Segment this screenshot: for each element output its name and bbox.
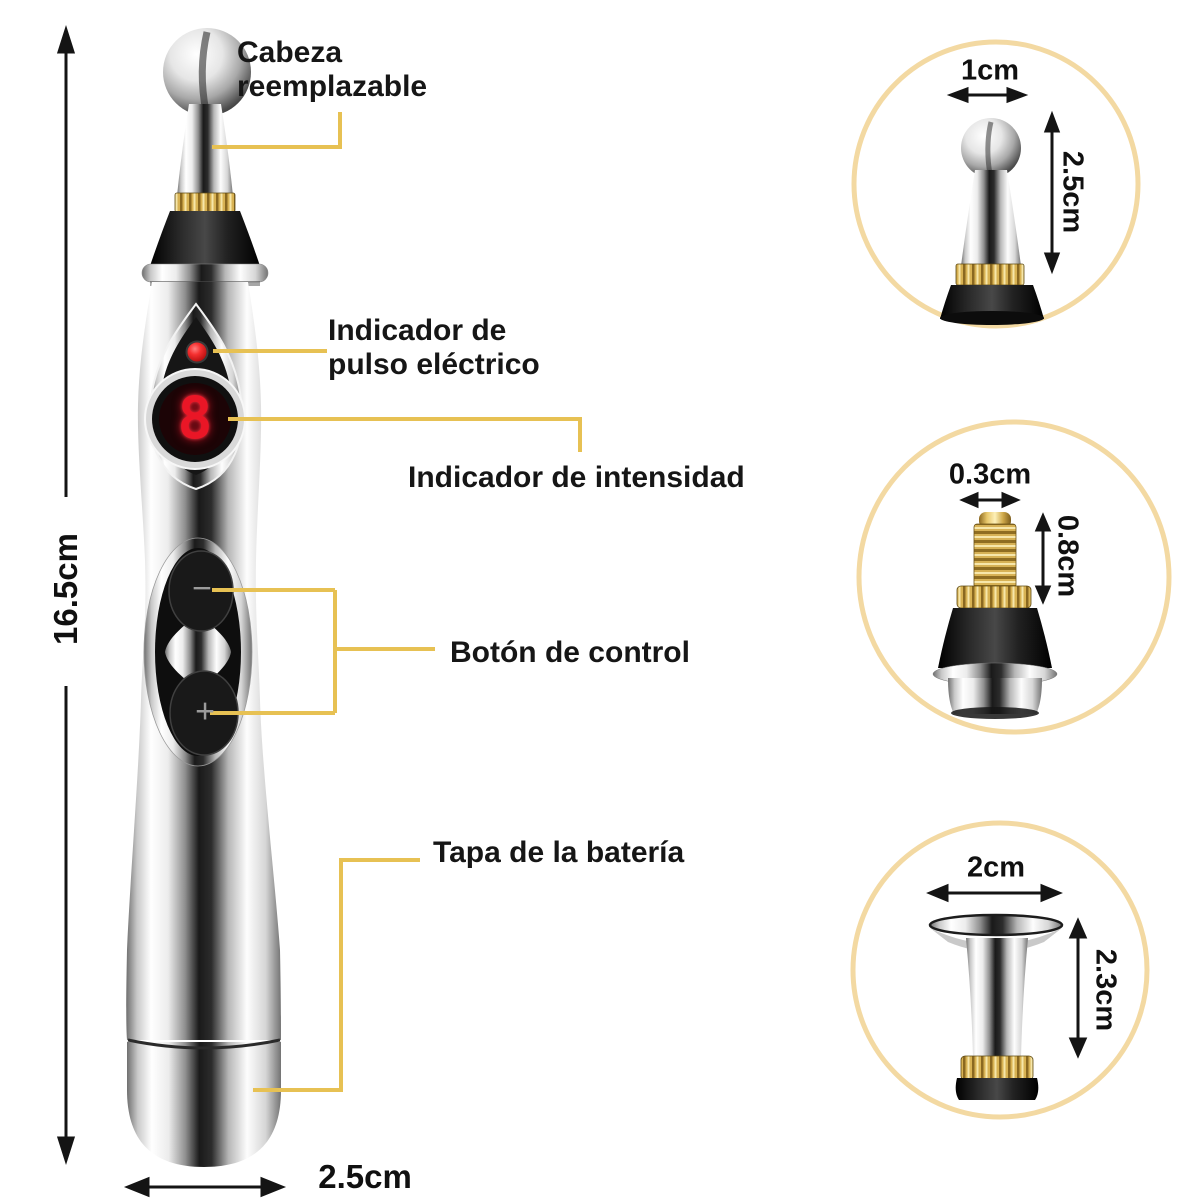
tip-ball <box>940 118 1044 325</box>
attachment-circle-ball <box>851 39 1141 329</box>
ball-tip-height: 2.5cm <box>1056 150 1089 234</box>
screw-tip-width: 0.3cm <box>948 458 1032 491</box>
callout-lines <box>210 112 582 1092</box>
pen-height-dimension: 16.5cm <box>47 533 84 645</box>
flat-tip-height: 2.3cm <box>1089 948 1122 1032</box>
pen-flange <box>141 263 269 283</box>
battery-cap <box>127 1042 281 1167</box>
callout-line-battery <box>253 858 420 1092</box>
tip-screw-arrows <box>959 491 1052 605</box>
pen-cone <box>150 211 260 266</box>
label-replaceable-head: Cabeza reemplazable <box>237 36 428 103</box>
minus-button-mark: − <box>192 569 212 608</box>
tip-screw <box>932 512 1058 719</box>
height-arrow <box>56 25 76 1165</box>
dimension-arrows <box>56 25 287 1198</box>
tip-flat-arrows <box>926 883 1088 1059</box>
pulse-led <box>185 340 209 364</box>
intensity-digit: 8 <box>177 383 213 452</box>
attachment-rings <box>850 39 1172 1120</box>
pen-ball-head <box>163 28 251 116</box>
flat-tip-width: 2cm <box>966 851 1026 884</box>
tip-flat <box>928 913 1064 1100</box>
label-control-button: Botón de control <box>450 636 690 669</box>
pen-thread-ring <box>174 192 236 213</box>
callout-line-intensity <box>228 417 582 452</box>
label-battery-cap: Tapa de la batería <box>433 836 685 869</box>
label-pulse-indicator: Indicador de pulso eléctrico <box>328 314 540 381</box>
width-arrow <box>123 1176 287 1198</box>
callout-line-head <box>212 112 342 149</box>
pen-neck <box>177 104 233 196</box>
pen-width-dimension: 2.5cm <box>318 1158 412 1195</box>
ball-tip-width: 1cm <box>960 54 1020 87</box>
attachment-circle-flat <box>850 820 1150 1120</box>
screw-tip-height: 0.8cm <box>1051 514 1084 598</box>
plus-button-mark: + <box>195 692 215 731</box>
callout-line-control <box>210 588 435 715</box>
attachment-circle-screw <box>856 419 1172 735</box>
tip-ball-arrows <box>946 86 1061 275</box>
label-intensity-indicator: Indicador de intensidad <box>408 461 745 494</box>
